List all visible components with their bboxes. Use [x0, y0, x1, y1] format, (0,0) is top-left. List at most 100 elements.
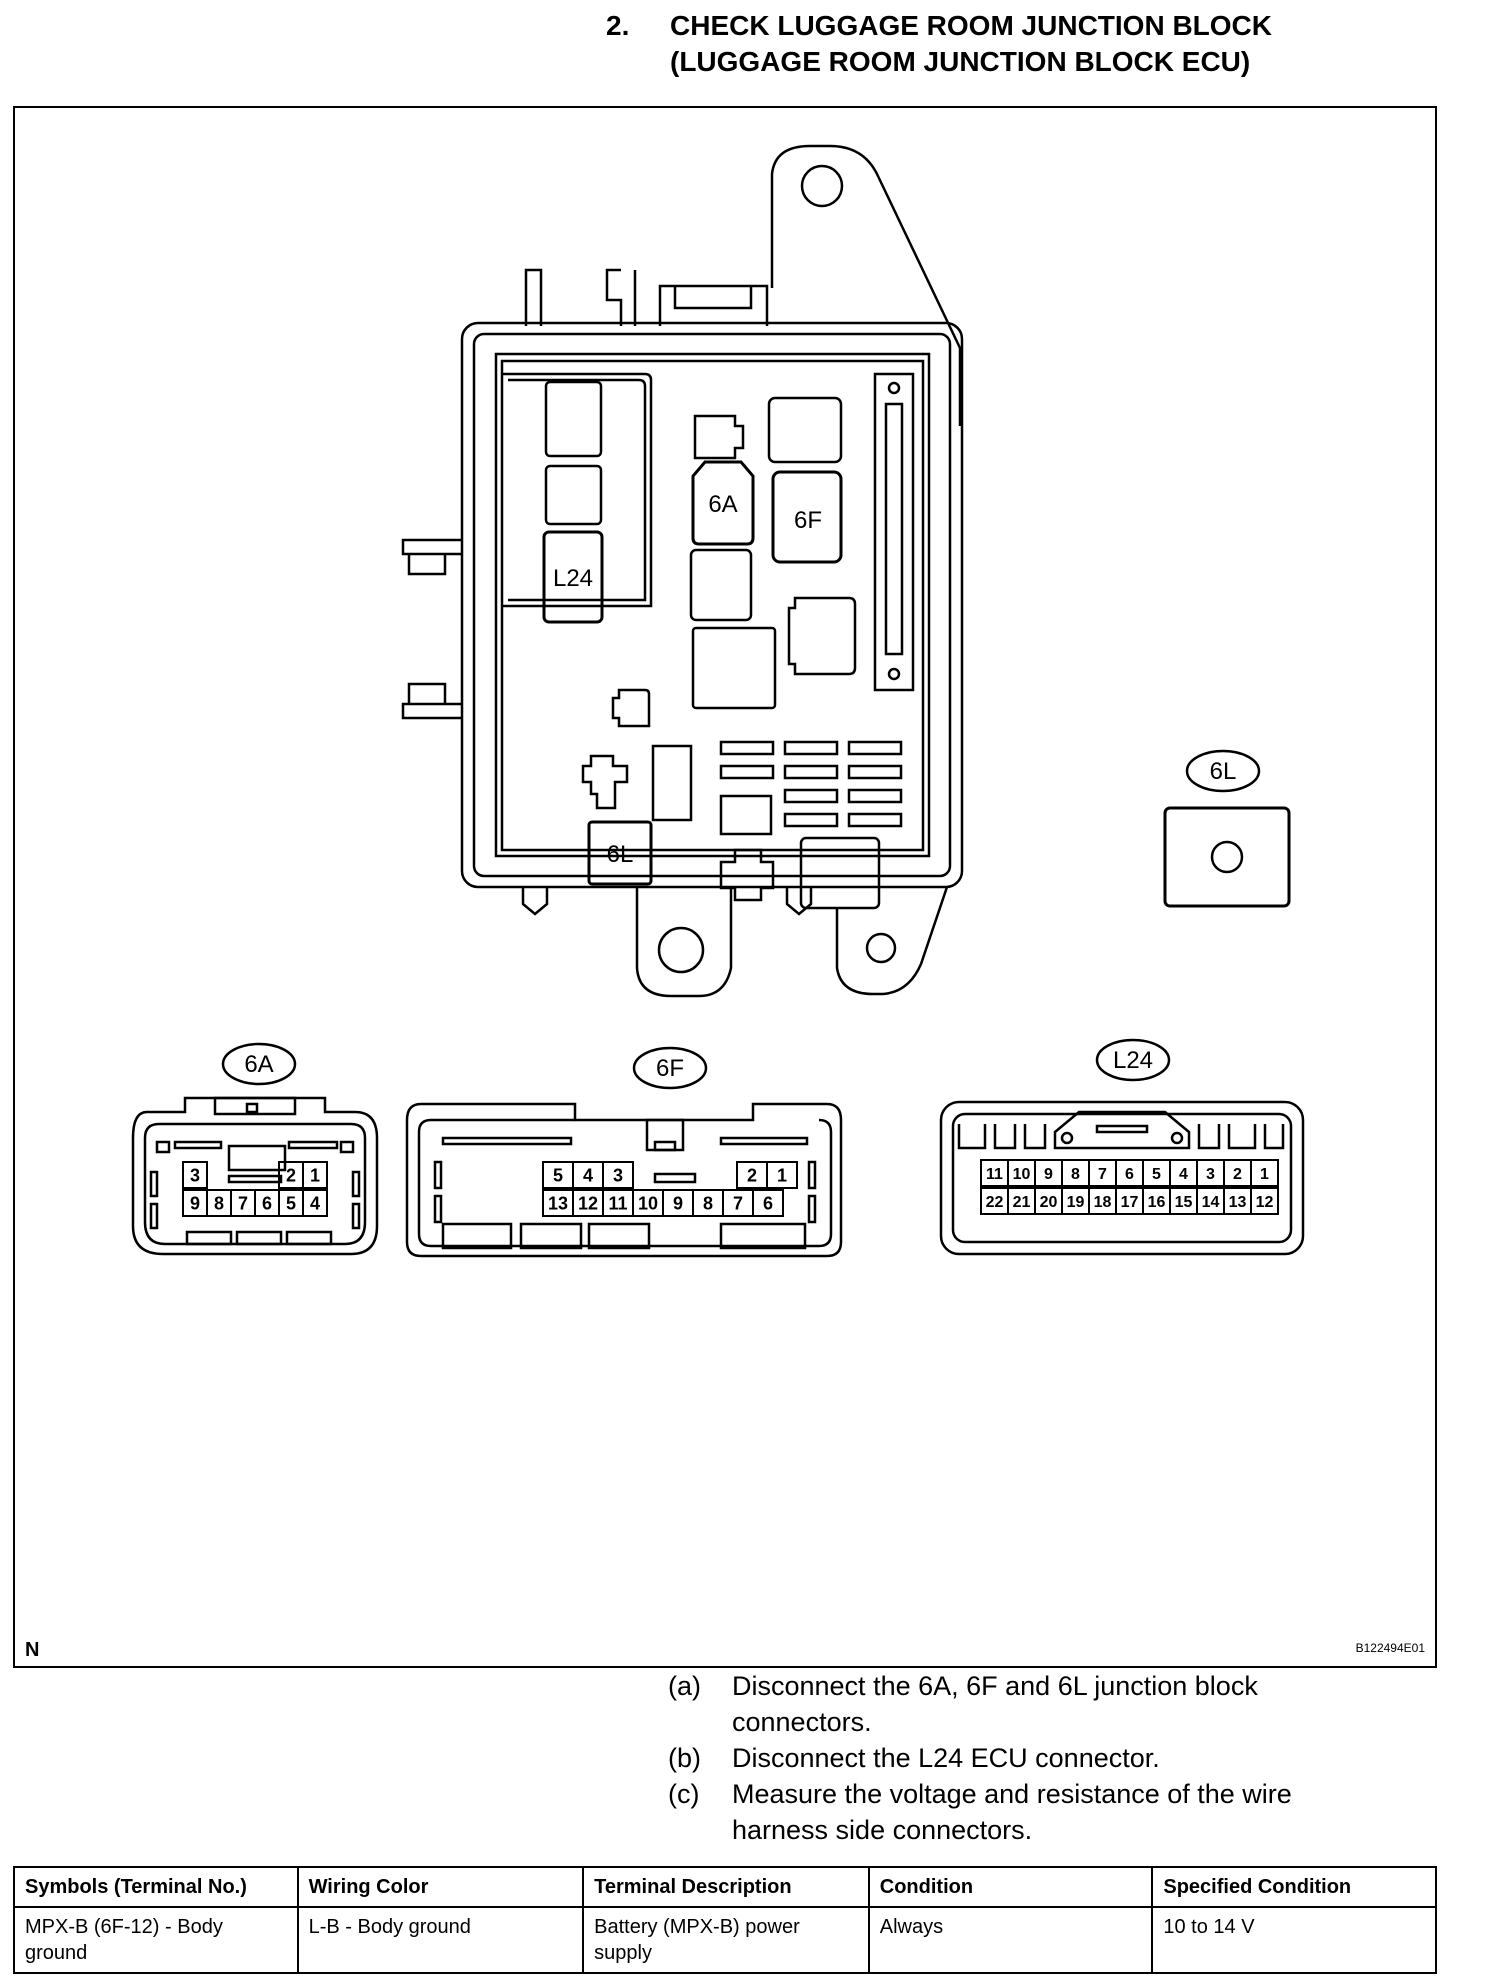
side-tab-upper: [401, 538, 462, 556]
callout-6a-oval: [221, 1042, 297, 1086]
pin-number: 15: [1175, 1194, 1193, 1211]
pin-number: 7: [733, 1193, 743, 1213]
block-label-6l: 6L: [607, 841, 634, 868]
panel-outer: [494, 352, 931, 858]
vertical-terminal-strip: [873, 372, 915, 692]
cell-condition: Always: [867, 1906, 1154, 1974]
pin-number: 12: [1256, 1194, 1274, 1211]
col-header-terminal-description: Terminal Description: [582, 1866, 870, 1908]
small-connector-middle: [611, 688, 651, 728]
col-header-symbols: Symbols (Terminal No.): [13, 1866, 299, 1908]
pin-number: 1: [1260, 1166, 1269, 1183]
cell-symbols: MPX-B (6F-12) - Body ground: [13, 1906, 299, 1974]
callout-label-6a: 6A: [244, 1051, 273, 1078]
connector-6a-face: [131, 1096, 379, 1256]
callout-l24-oval: [1095, 1038, 1171, 1082]
table-header-row: Symbols (Terminal No.) Wiring Color Term…: [13, 1866, 1437, 1908]
bottom-clip-left: [521, 887, 549, 916]
small-connector-top: [693, 414, 745, 460]
pin-number: 17: [1121, 1194, 1139, 1211]
bottom-bracket-left: [635, 887, 733, 998]
pin-number: 1: [777, 1165, 787, 1185]
pin-number: 9: [673, 1193, 683, 1213]
pin-number: 13: [548, 1193, 568, 1213]
callout-label-6l: 6L: [1210, 758, 1237, 785]
pin-number: 8: [703, 1193, 713, 1213]
cell-specified-condition: 10 to 14 V: [1151, 1906, 1437, 1974]
upper-square-relay: [767, 396, 843, 464]
pin-number: 2: [1233, 1166, 1242, 1183]
pin-number: 13: [1229, 1194, 1247, 1211]
step-label: (a): [668, 1671, 701, 1701]
pin-number: 5: [286, 1193, 296, 1213]
pin-number: 21: [1013, 1194, 1031, 1211]
pin-cell: [602, 1161, 634, 1189]
pin-cell: [302, 1189, 328, 1217]
left-relay-1: [544, 380, 603, 458]
middle-relay-right: [787, 596, 857, 676]
pin-number: 3: [613, 1165, 623, 1185]
step-text: Measure the voltage and resistance of th…: [732, 1779, 1292, 1845]
middle-box-1: [689, 548, 753, 622]
pin-number: 14: [1202, 1194, 1220, 1211]
top-latch: [658, 284, 769, 326]
pin-number: 19: [1067, 1194, 1085, 1211]
side-tab-lower: [401, 702, 462, 720]
bottom-clip-right: [785, 887, 813, 916]
section-number: 2.: [606, 10, 630, 41]
connector-l24-outline: [939, 1100, 1305, 1256]
pin-number: 6: [262, 1193, 272, 1213]
pin-number: 3: [190, 1165, 200, 1185]
fuse: [719, 740, 775, 756]
cell-wiring-color: L-B - Body ground: [296, 1906, 585, 1974]
pin-number: 9: [1044, 1166, 1053, 1183]
pin-number: 7: [238, 1193, 248, 1213]
block-label-6f: 6F: [794, 507, 822, 534]
step-b: (b) Disconnect the L24 ECU connector.: [668, 1740, 1388, 1776]
col-header-wiring-color: Wiring Color: [296, 1866, 585, 1908]
connector-6f-outline: [405, 1102, 843, 1258]
6a-socket: [691, 460, 755, 546]
specification-table: Symbols (Terminal No.) Wiring Color Term…: [13, 1866, 1437, 1974]
connector-6a-outline: [131, 1096, 379, 1256]
pin-cell: [752, 1189, 784, 1217]
block-label-6a: 6A: [708, 491, 737, 518]
pin-number: 12: [578, 1193, 598, 1213]
pin-number: 8: [214, 1193, 224, 1213]
pin-number: 1: [310, 1165, 320, 1185]
step-a: (a) Disconnect the 6A, 6F and 6L junctio…: [668, 1668, 1388, 1740]
pin-number: 22: [986, 1194, 1004, 1211]
pin-number: 6: [1125, 1166, 1134, 1183]
reference-code: B122494E01: [1356, 1641, 1426, 1655]
pin-cell: [766, 1161, 798, 1189]
callout-6l-oval: [1185, 749, 1261, 793]
pin-number: 2: [747, 1165, 757, 1185]
housing-inner: [472, 332, 952, 878]
pin-number: 3: [1206, 1166, 1215, 1183]
pin-cell: [1250, 1187, 1279, 1215]
step-label: (c): [668, 1779, 700, 1809]
pin-number: 4: [583, 1165, 593, 1185]
tall-fuse: [651, 744, 693, 822]
6l-terminal: [1210, 840, 1244, 874]
section-title-line1: CHECK LUGGAGE ROOM JUNCTION BLOCK: [670, 10, 1272, 41]
procedure-steps: (a) Disconnect the 6A, 6F and 6L junctio…: [668, 1668, 1388, 1848]
pin-number: 11: [986, 1166, 1003, 1183]
step-c: (c) Measure the voltage and resistance o…: [668, 1776, 1388, 1848]
housing-outer: [460, 321, 964, 889]
left-inner-area: [502, 372, 653, 608]
top-clip-left: [524, 268, 543, 326]
pin-cell: [1250, 1159, 1279, 1187]
t-shaped-terminal: [581, 754, 629, 810]
pin-number: 4: [1179, 1166, 1188, 1183]
section-title-line2: (LUGGAGE ROOM JUNCTION BLOCK ECU): [670, 46, 1251, 77]
pin-number: 4: [310, 1193, 320, 1213]
callout-6f-oval: [632, 1046, 708, 1090]
bottom-hole-left: [657, 926, 705, 974]
pin-number: 5: [553, 1165, 563, 1185]
pin-cell: [182, 1161, 208, 1189]
col-header-specified-condition: Specified Condition: [1151, 1866, 1437, 1908]
